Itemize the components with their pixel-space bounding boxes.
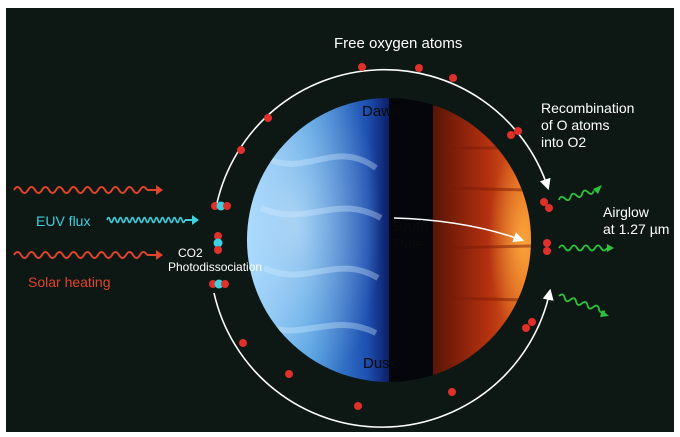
recombination-label-line: Recombination <box>541 100 635 116</box>
airglow-wave-icon <box>558 244 614 252</box>
solar-wave-icon <box>13 250 163 260</box>
co2-molecule-icon <box>209 279 229 289</box>
recombination-label: Recombination of O atoms into O2 <box>541 100 634 151</box>
south-pole-label-line: Pole <box>393 236 425 253</box>
orbit-arc-lower <box>213 288 554 428</box>
south-pole-label: South Pole <box>384 218 434 254</box>
solar-wave-icon <box>13 185 163 195</box>
south-pole-arrow <box>393 217 524 243</box>
recombination-label-line: of O atoms <box>541 117 610 133</box>
oxygen-atom-icon <box>237 63 553 410</box>
co2-label-line: Photodissociation <box>168 260 263 274</box>
airglow-wave-icon <box>558 293 609 317</box>
south-pole-label-line: South <box>389 218 429 235</box>
co2-molecule-icon <box>213 232 223 254</box>
recombination-label-line: into O2 <box>541 134 587 150</box>
co2-label-line: CO2 <box>178 246 203 260</box>
euv-flux-label: EUV flux <box>36 213 91 229</box>
airglow-label-line: at 1.27 µm <box>603 221 670 237</box>
co2-molecule-icon <box>211 201 231 211</box>
venus-airglow-diagram <box>13 63 614 428</box>
euv-wave-icon <box>106 215 199 225</box>
airglow-wave-icon <box>558 185 602 202</box>
solar-heating-label: Solar heating <box>28 274 111 290</box>
co2-photodissociation-label: CO2 Photodissociation <box>168 246 262 274</box>
airglow-label-line: Airglow <box>603 204 649 220</box>
airglow-label: Airglow at 1.27 µm <box>603 204 669 238</box>
diagram-frame: Free oxygen atoms Dawn Dusk South Pole R… <box>6 8 674 432</box>
dusk-label: Dusk <box>363 355 398 372</box>
dawn-label: Dawn <box>362 103 401 120</box>
title-free-oxygen-atoms: Free oxygen atoms <box>334 35 463 52</box>
